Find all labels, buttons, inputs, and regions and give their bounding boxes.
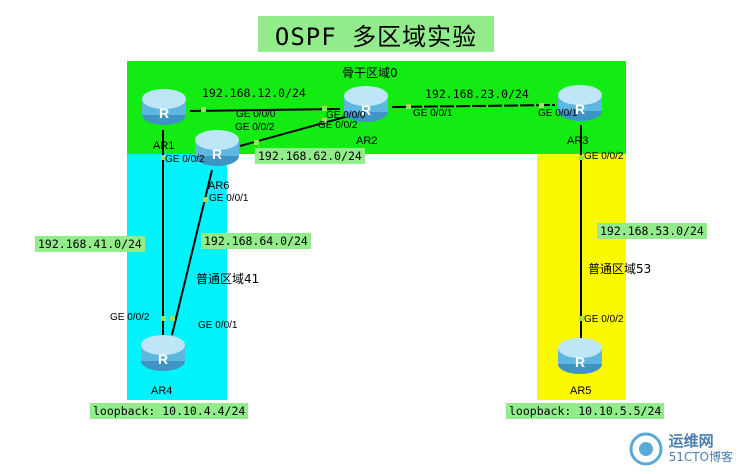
port-label-ar4-ge002: GE 0/0/2 (110, 312, 150, 323)
svg-text:R: R (158, 351, 168, 367)
router-label-ar4: AR4 (151, 385, 173, 397)
port-label-ar1-ge000: GE 0/0/0 (236, 109, 276, 120)
port-label-ar1-ge002: GE 0/0/2 (165, 154, 205, 165)
port-dot (161, 155, 166, 160)
watermark-name: 运维网 (668, 432, 714, 450)
svg-text:R: R (575, 354, 585, 370)
diagram-title-box: OSPF 多区域实验 (258, 16, 494, 52)
port-dot (539, 103, 544, 108)
router-label-ar5: AR5 (570, 385, 592, 397)
network-label-23: 192.168.23.0/24 (425, 87, 529, 101)
network-label-64: 192.168.64.0/24 (201, 233, 311, 249)
port-label-ar4-ge001: GE 0/0/1 (198, 320, 238, 331)
loopback-label-ar5: loopback: 10.10.5.5/24 (506, 403, 665, 419)
watermark-sub: 51CTO博客 (668, 450, 733, 464)
watermark-logo-icon (629, 432, 663, 466)
port-dot (322, 106, 327, 111)
network-label-62: 192.168.62.0/24 (255, 148, 365, 164)
port-dot (161, 316, 166, 321)
port-label-ar2-ge002: GE 0/0/2 (318, 120, 358, 131)
router-icon-ar4[interactable]: R (139, 333, 187, 373)
port-dot (406, 104, 411, 109)
port-label-ar2-ge001: GE 0/0/1 (413, 108, 453, 119)
link-ar1-ar2 (189, 108, 341, 112)
port-label-ar6-ge002: GE 0/0/2 (235, 122, 275, 133)
port-label-ar5-ge002: GE 0/0/2 (584, 314, 624, 325)
port-dot (201, 107, 206, 112)
area-41-label: 普通区域41 (196, 272, 260, 286)
watermark-text: 运维网 51CTO博客 (669, 433, 733, 465)
router-icon-ar6[interactable]: R (193, 128, 241, 168)
backbone-area-label: 骨干区域0 (342, 66, 398, 80)
svg-text:R: R (159, 105, 169, 121)
port-dot (170, 316, 175, 321)
network-label-41: 192.168.41.0/24 (35, 236, 145, 252)
port-label-ar3-ge002: GE 0/0/2 (584, 151, 624, 162)
svg-text:R: R (212, 146, 222, 162)
port-dot (254, 140, 259, 145)
diagram-title: OSPF 多区域实验 (274, 22, 478, 51)
svg-text:R: R (361, 102, 371, 118)
port-dot (203, 197, 208, 202)
link-ar6-ar4 (171, 169, 213, 336)
router-label-ar6: AR6 (208, 180, 230, 192)
area-53-label: 普通区域53 (588, 262, 652, 276)
router-icon-ar2[interactable]: R (342, 84, 390, 124)
router-label-ar1: AR1 (153, 140, 175, 152)
router-icon-ar3[interactable]: R (556, 83, 604, 123)
svg-text:R: R (575, 101, 585, 117)
network-label-53: 192.168.53.0/24 (597, 223, 707, 239)
router-icon-ar1[interactable]: R (140, 87, 188, 127)
port-dot (322, 118, 327, 123)
port-label-ar3-ge001: GE 0/0/1 (538, 108, 578, 119)
link-ar2-ar3 (391, 104, 556, 108)
network-label-12: 192.168.12.0/24 (202, 86, 306, 100)
loopback-label-ar4: loopback: 10.10.4.4/24 (90, 403, 249, 419)
router-label-ar3: AR3 (567, 135, 589, 147)
port-label-ar2-ge000: GE 0/0/0 (326, 110, 366, 121)
watermark: 运维网 51CTO博客 (629, 432, 733, 466)
router-label-ar2: AR2 (356, 135, 378, 147)
port-dot (579, 316, 584, 321)
router-icon-ar5[interactable]: R (556, 336, 604, 376)
port-dot (579, 155, 584, 160)
port-label-ar6-ge001: GE 0/0/1 (209, 193, 249, 204)
